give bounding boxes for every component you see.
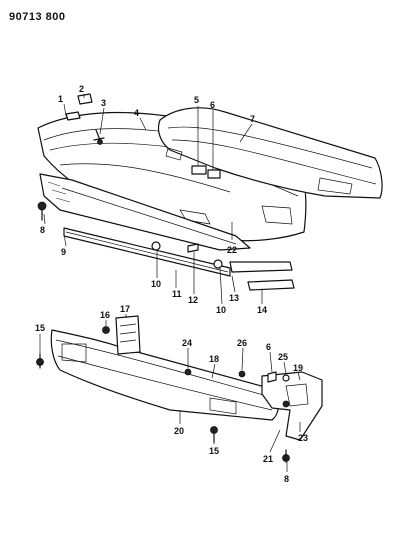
center-bracket bbox=[115, 315, 141, 355]
bumper-bar bbox=[157, 107, 383, 199]
callout-14: 14 bbox=[257, 305, 267, 315]
callout-12: 12 bbox=[188, 295, 198, 305]
callout-22: 22 bbox=[227, 245, 237, 255]
callout-15: 15 bbox=[35, 323, 45, 333]
callout-17: 17 bbox=[120, 304, 130, 314]
leader-lines bbox=[39, 94, 301, 472]
side-strips bbox=[229, 261, 295, 291]
reinforcement-bar bbox=[50, 329, 280, 421]
callout-4: 4 bbox=[134, 108, 139, 118]
callout-21: 21 bbox=[263, 454, 273, 464]
callout-labels: 1 2 3 4 5 6 7 8 9 22 10 11 12 13 10 14 1… bbox=[35, 84, 308, 484]
callout-5: 5 bbox=[194, 95, 199, 105]
callout-2: 2 bbox=[79, 84, 84, 94]
callout-6: 6 bbox=[210, 100, 215, 110]
callout-13: 13 bbox=[229, 293, 239, 303]
callout-26: 26 bbox=[237, 338, 247, 348]
bar-clips bbox=[191, 165, 221, 179]
side-bracket bbox=[261, 371, 323, 441]
callout-15-b: 15 bbox=[209, 446, 219, 456]
callout-20: 20 bbox=[174, 426, 184, 436]
callout-10: 10 bbox=[151, 279, 161, 289]
callout-1: 1 bbox=[58, 94, 63, 104]
callout-23: 23 bbox=[298, 433, 308, 443]
callout-18: 18 bbox=[209, 354, 219, 364]
callout-8: 8 bbox=[40, 225, 45, 235]
callout-3: 3 bbox=[101, 98, 106, 108]
callout-7: 7 bbox=[250, 114, 255, 124]
callout-6-b: 6 bbox=[266, 342, 271, 352]
clip-parts bbox=[65, 93, 105, 145]
fasteners bbox=[36, 326, 290, 463]
callout-9: 9 bbox=[61, 247, 66, 257]
callout-16: 16 bbox=[100, 310, 110, 320]
small-clips bbox=[151, 241, 223, 269]
lower-strip bbox=[63, 227, 231, 277]
bolt-left bbox=[37, 201, 47, 221]
callout-10-b: 10 bbox=[216, 305, 226, 315]
callout-25: 25 bbox=[278, 352, 288, 362]
callout-19: 19 bbox=[293, 363, 303, 373]
callout-24: 24 bbox=[182, 338, 192, 348]
callout-11: 11 bbox=[172, 289, 182, 299]
callout-8-b: 8 bbox=[284, 474, 289, 484]
lower-panel bbox=[39, 173, 251, 251]
reference-number: 90713 800 bbox=[9, 11, 66, 23]
